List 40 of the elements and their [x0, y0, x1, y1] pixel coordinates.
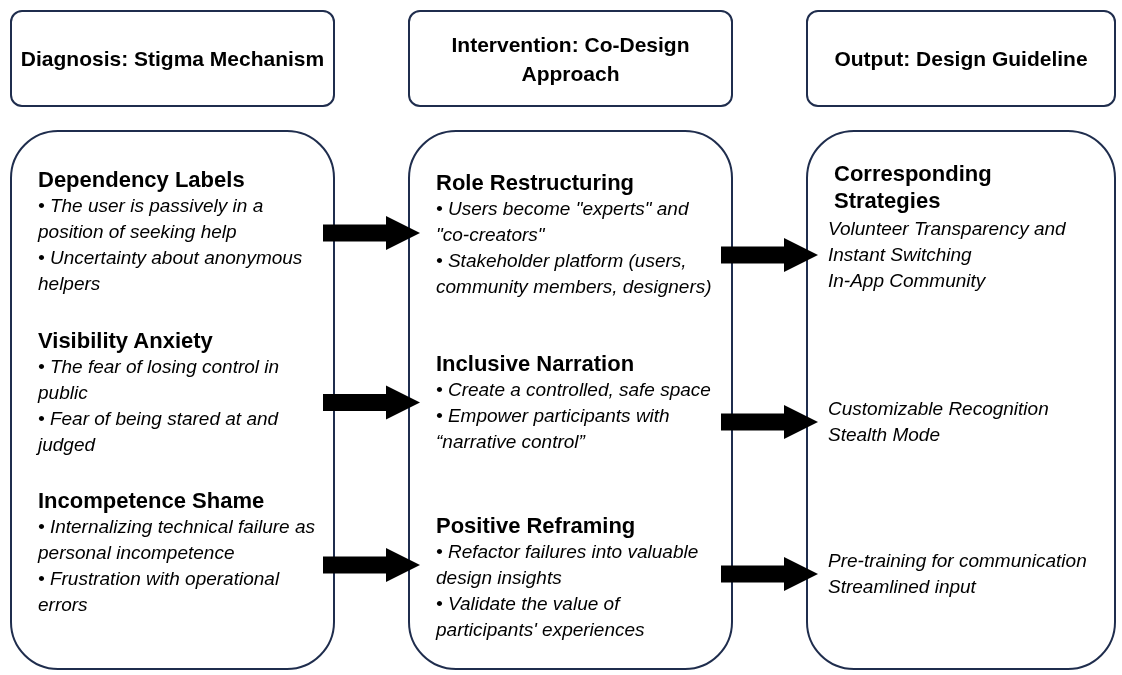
section-heading: Dependency Labels	[38, 166, 246, 193]
bullet-text: • Empower participants with “narrative control”	[436, 404, 671, 454]
section-heading: Visibility Anxiety	[38, 327, 214, 354]
bullet-text: • Uncertainty about anonymous helpers	[38, 246, 304, 296]
block-arrow	[323, 548, 420, 582]
bullet-text: • Users become "experts" and "co-creators"	[436, 197, 690, 247]
block-arrow	[323, 385, 420, 420]
bullet-text: • Refactor failures into valuable design insights	[436, 540, 700, 590]
section-heading: Inclusive Narration	[436, 350, 636, 377]
strategy-text: Volunteer Transparency and Instant Switching	[828, 217, 1067, 267]
bullet-text: • The fear of losing control in public	[38, 355, 281, 405]
header-text: Intervention: Co-Design Approach	[450, 31, 691, 87]
bullet-text: • Stakeholder platform (users, community members, designers)	[436, 249, 713, 299]
header-text: Output: Design Guideline	[834, 46, 1088, 72]
block-arrow	[323, 216, 420, 250]
bullet-text: • Frustration with operational errors	[38, 567, 281, 617]
panel-heading: Corresponding Strategies	[834, 160, 993, 214]
rounded-panel	[806, 130, 1116, 670]
strategy-text: Streamlined input	[828, 575, 978, 599]
bullet-text: • Create a controlled, safe space	[436, 378, 712, 402]
strategy-text: Pre-training for communication	[828, 549, 1088, 573]
strategy-text: In-App Community	[828, 269, 987, 293]
section-heading: Role Restructuring	[436, 169, 636, 196]
bullet-text: • Fear of being stared at and judged	[38, 407, 280, 457]
bullet-text: • Internalizing technical failure as personal incompetence	[38, 515, 317, 565]
section-heading: Incompetence Shame	[38, 487, 266, 514]
bullet-text: • The user is passively in a position of seeking help	[38, 194, 265, 244]
block-arrow	[721, 405, 818, 439]
block-arrow	[721, 557, 818, 591]
rounded-panel	[408, 130, 733, 670]
block-arrow	[721, 238, 818, 272]
strategy-text: Stealth Mode	[828, 423, 941, 447]
section-heading: Positive Reframing	[436, 512, 637, 539]
header-box	[806, 10, 1116, 107]
header-box	[408, 10, 733, 107]
rounded-panel	[10, 130, 335, 670]
bullet-text: • Validate the value of participants' experiences	[436, 592, 646, 642]
header-box	[10, 10, 335, 107]
header-text: Diagnosis: Stigma Mechanism	[20, 46, 325, 72]
strategy-text: Customizable Recognition	[828, 397, 1050, 421]
